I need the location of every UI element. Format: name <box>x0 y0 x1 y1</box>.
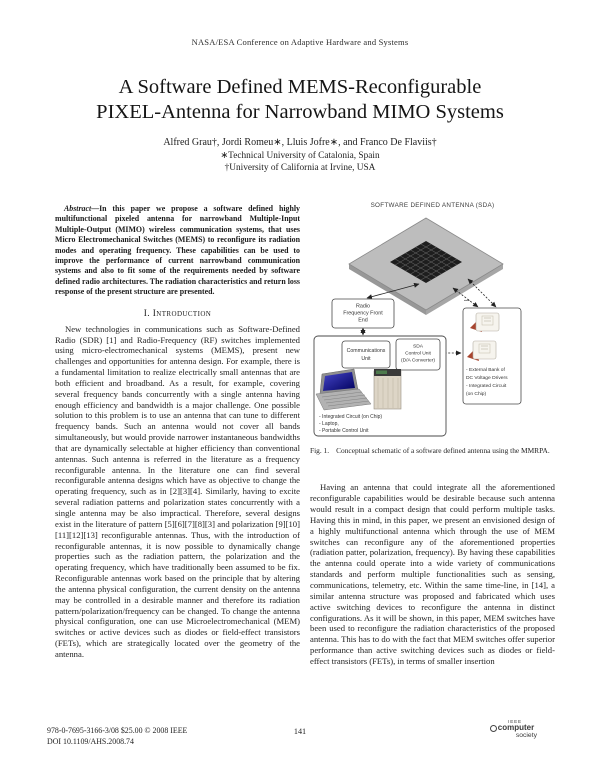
intro-paragraph: New technologies in communications such … <box>55 323 300 659</box>
svg-text:(on Chip): (on Chip) <box>466 391 486 397</box>
sda-control-unit-box: SDA Control Unit (D/A Converter) <box>395 338 440 371</box>
svg-text:- Integrated Circuit (on Chip): - Integrated Circuit (on Chip) <box>319 414 382 420</box>
ellipsis-label: ... <box>464 296 470 303</box>
page-number: 141 <box>293 727 307 736</box>
society-label: society <box>515 732 537 739</box>
figure-caption: Fig. 1. Conceptual schematic of a softwar… <box>310 446 555 455</box>
abstract-paragraph: Abstract—In this paper we propose a soft… <box>55 204 300 298</box>
footer-copyright-block: 978-0-7695-3166-3/08 $25.00 © 2008 IEEE … <box>47 726 187 747</box>
figure-caption-tag: Fig. 1. <box>310 446 330 455</box>
column2-paragraph: Having an antenna that could integrate a… <box>310 482 555 666</box>
svg-text:SDA: SDA <box>412 344 423 350</box>
ieee-computer-society-logo: IEEE computer society <box>484 719 540 739</box>
author-block: Alfred Grau†, Jordi Romeu∗, Lluis Jofre∗… <box>0 137 600 175</box>
pixel-grid-icon <box>389 241 462 283</box>
svg-text:(D/A Converter): (D/A Converter) <box>401 358 435 364</box>
figure-caption-text: Conceptual schematic of a software defin… <box>336 446 550 455</box>
portable-unit-icon <box>373 369 401 410</box>
svg-text:- Laptop,: - Laptop, <box>319 421 339 427</box>
left-column: Abstract—In this paper we propose a soft… <box>55 201 300 667</box>
svg-text:DC Voltage Drivers: DC Voltage Drivers <box>466 375 508 381</box>
section-number: I. <box>143 308 151 319</box>
plate-to-rffe-arrow <box>366 282 419 300</box>
computer-society-emblem-icon <box>489 724 497 732</box>
svg-text:Control Unit: Control Unit <box>405 351 431 357</box>
doi-line: DOI 10.1109/AHS.2008.74 <box>47 736 134 746</box>
paper-title-line2: PIXEL-Antenna for Narrowband MIMO System… <box>96 101 504 123</box>
host-options-list: - Integrated Circuit (on Chip) - Laptop,… <box>319 414 382 434</box>
authors-line: Alfred Grau†, Jordi Romeu∗, Lluis Jofre∗… <box>163 137 437 148</box>
svg-text:- Integrated Circuit: - Integrated Circuit <box>466 383 507 389</box>
paper-title: A Software Defined MEMS-Reconfigurable P… <box>0 75 600 125</box>
right-column: SOFTWARE DEFINED ANTENNA (SDA) <box>310 201 555 667</box>
section-title: Introduction <box>152 308 212 319</box>
bank-options-list: - External Bank of DC Voltage Drivers - … <box>466 367 508 397</box>
svg-text:Communications: Communications <box>346 348 385 354</box>
paper-title-line1: A Software Defined MEMS-Reconfigurable <box>118 76 482 98</box>
section-heading: I. Introduction <box>55 309 300 319</box>
svg-text:Unit: Unit <box>361 356 371 362</box>
laptop-icon <box>315 368 371 411</box>
chip-icon <box>469 312 499 332</box>
figure-title: SOFTWARE DEFINED ANTENNA (SDA) <box>370 202 495 209</box>
affiliation-1: ∗Technical University of Catalonia, Spai… <box>220 150 380 161</box>
svg-text:Frequency Front: Frequency Front <box>343 311 383 317</box>
plate-to-bank-dashed-arrows <box>452 278 496 308</box>
communications-unit-box: Communications Unit <box>341 340 390 369</box>
two-column-body: Abstract—In this paper we propose a soft… <box>55 201 555 667</box>
svg-text:End: End <box>358 318 368 324</box>
computer-label: computer <box>497 723 535 732</box>
svg-text:- External Bank of: - External Bank of <box>466 367 506 373</box>
svg-text:Radio: Radio <box>355 304 369 310</box>
abstract-label: Abstract <box>64 204 92 213</box>
sda-figure: ... Radio Frequency Front End Communicat… <box>313 217 521 437</box>
affiliation-2: †University of California at Irvine, USA <box>224 163 376 173</box>
svg-text:- Portable Control Unit: - Portable Control Unit <box>319 428 369 434</box>
abstract-text: —In this paper we propose a software def… <box>55 204 300 297</box>
rffe-box: Radio Frequency Front End <box>331 298 394 329</box>
chip-icon <box>466 340 496 361</box>
ieee-label: IEEE <box>508 719 522 724</box>
conference-header: NASA/ESA Conference on Adaptive Hardware… <box>191 37 409 47</box>
copyright-line: 978-0-7695-3166-3/08 $25.00 © 2008 IEEE <box>47 726 188 735</box>
